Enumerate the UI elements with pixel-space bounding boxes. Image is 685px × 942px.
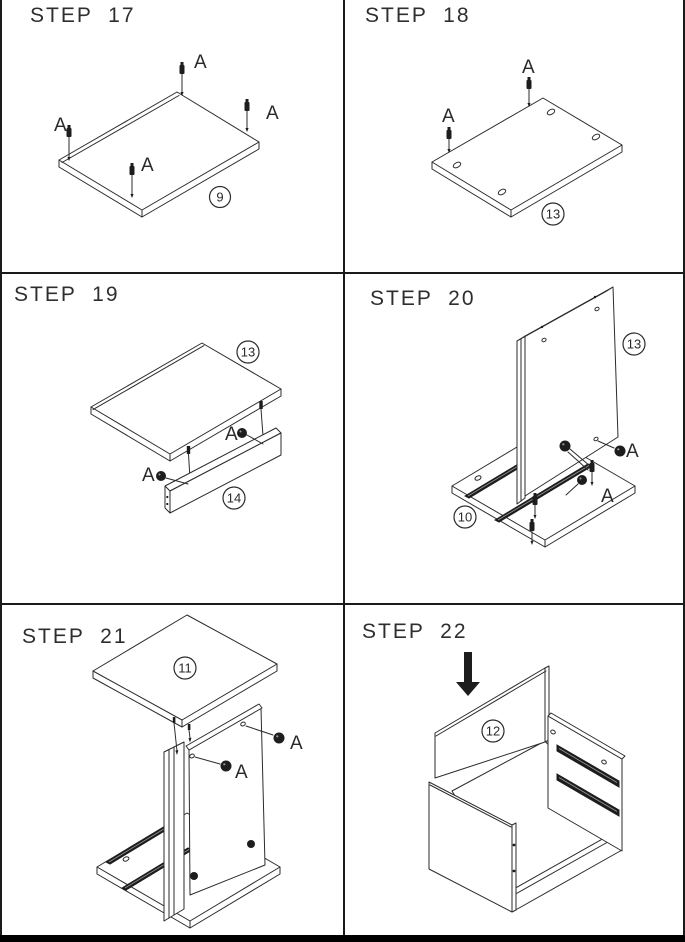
part-badge: 13 — [236, 340, 260, 364]
side-panel — [547, 712, 626, 852]
part-number: 13 — [627, 337, 641, 352]
rail-board — [164, 427, 282, 514]
part-number: 14 — [227, 491, 241, 506]
assembly-diagram-step-17: A A A A 9 — [54, 52, 279, 218]
panel-board — [90, 342, 282, 462]
bolt-icon — [532, 493, 538, 519]
cam-lock-icon — [194, 756, 232, 772]
fastener-label: A — [266, 103, 279, 124]
part-number: 10 — [458, 510, 472, 525]
part-badge: 13 — [622, 332, 646, 356]
panel-step-17: STEP 17 — [2, 0, 343, 272]
fastener-label: A — [235, 762, 248, 783]
part-badge: 14 — [222, 486, 246, 510]
fastener-label: A — [601, 486, 614, 507]
step-title: STEP 18 — [365, 4, 471, 27]
panel-step-19: STEP 19 — [2, 272, 343, 603]
sheet-footer-bar — [0, 935, 685, 942]
fastener-label: A — [225, 424, 238, 445]
step-title: STEP 22 — [362, 620, 468, 643]
insert-arrow-icon — [456, 652, 480, 696]
fastener-label: A — [142, 465, 155, 486]
drawer-rail — [556, 744, 620, 817]
part-badge: 13 — [541, 202, 565, 226]
fastener-label: A — [54, 115, 67, 136]
bolt-icon — [446, 127, 452, 153]
screw-hole — [452, 108, 601, 196]
part-badge: 12 — [481, 719, 505, 743]
bolt-icon — [244, 99, 250, 132]
bolt-icon — [179, 62, 185, 96]
assembly-diagram-step-21: A A 11 — [92, 614, 303, 929]
part-number: 13 — [241, 345, 255, 360]
panel-step-21: STEP 21 — [2, 603, 343, 935]
assembly-diagram-step-22: 12 — [428, 652, 626, 913]
part-badge: 11 — [173, 656, 197, 680]
assembly-diagram-step-18: A A 13 — [431, 57, 623, 226]
cam-lock-icon — [597, 440, 626, 457]
cam-lock-icon — [559, 440, 591, 471]
fastener-label: A — [442, 106, 455, 127]
divider-panel — [163, 741, 185, 922]
fastener-label: A — [626, 441, 639, 462]
panel-step-20: STEP 20 — [343, 272, 683, 603]
side-panel — [185, 703, 266, 896]
dowel-pin-icon — [187, 724, 192, 743]
part-badge: 10 — [453, 505, 477, 529]
assembly-diagram-step-19: A A 13 14 — [90, 340, 282, 514]
dowel-pin-icon — [172, 717, 179, 755]
bolt-icon — [589, 460, 595, 486]
bolt-icon — [526, 77, 532, 107]
bolt-icon — [66, 125, 72, 161]
assembly-diagram-step-20: A A 13 10 — [451, 286, 646, 548]
bolt-icon — [129, 163, 135, 198]
cam-lock-icon — [237, 428, 264, 445]
cam-lock-icon — [565, 475, 587, 496]
part-number: 12 — [486, 724, 500, 739]
upright-panel — [516, 286, 619, 505]
fastener-label: A — [290, 733, 303, 754]
bolt-icon — [529, 519, 535, 545]
panel-board — [58, 91, 260, 218]
fastener-label: A — [522, 57, 535, 78]
part-number: 9 — [216, 190, 223, 205]
panel-board — [431, 97, 623, 218]
cam-lock-icon — [245, 725, 285, 744]
part-number: 13 — [546, 207, 560, 222]
panel-step-18: STEP 18 — [343, 0, 683, 272]
step-title: STEP 19 — [14, 283, 120, 306]
part-number: 11 — [178, 661, 192, 676]
cam-lock-icon — [156, 471, 189, 485]
front-panel — [428, 781, 517, 913]
step-title: STEP 20 — [370, 287, 476, 310]
step-title: STEP 17 — [30, 4, 136, 27]
fastener-label: A — [141, 155, 154, 176]
part-badge: 9 — [208, 185, 232, 209]
fastener-label: A — [194, 52, 207, 73]
step-title: STEP 21 — [22, 625, 128, 648]
panel-step-22: STEP 22 — [343, 603, 683, 935]
